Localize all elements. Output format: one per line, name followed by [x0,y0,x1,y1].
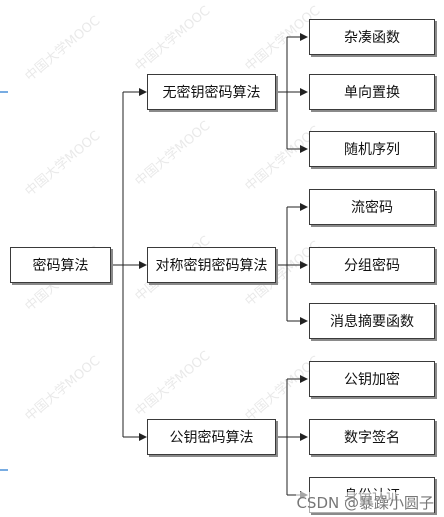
leaf-node-label: 数字签名 [344,430,400,446]
root-node-label: 密码算法 [32,258,89,274]
leaf-node: 单向置换 [309,74,435,110]
leaf-node: 数字签名 [309,419,435,455]
leaf-node-label: 公钥加密 [344,372,400,388]
root-node: 密码算法 [10,247,111,283]
leaf-node: 随机序列 [309,131,435,167]
category-node-symmetric: 对称密钥密码算法 [147,247,276,283]
category-node-keyless: 无密钥密码算法 [147,74,276,110]
category-node-label: 公钥密码算法 [169,430,254,446]
leaf-node: 公钥加密 [309,361,435,397]
leaf-node-label: 消息摘要函数 [330,314,414,330]
category-node-label: 无密钥密码算法 [162,85,261,101]
leaf-node-label: 随机序列 [344,142,400,158]
source-credit: CSDN @暴躁小圆子 [296,492,434,513]
leaf-node: 杂凑函数 [309,19,435,55]
category-node-label: 对称密钥密码算法 [155,258,268,274]
leaf-node: 消息摘要函数 [309,303,435,339]
leaf-node-label: 分组密码 [344,258,400,274]
leaf-node-label: 单向置换 [344,85,400,101]
leaf-node: 分组密码 [309,247,435,283]
category-node-public-key: 公钥密码算法 [147,419,276,455]
leaf-node-label: 流密码 [351,200,393,216]
leaf-node-label: 杂凑函数 [344,30,400,46]
leaf-node: 流密码 [309,189,435,225]
